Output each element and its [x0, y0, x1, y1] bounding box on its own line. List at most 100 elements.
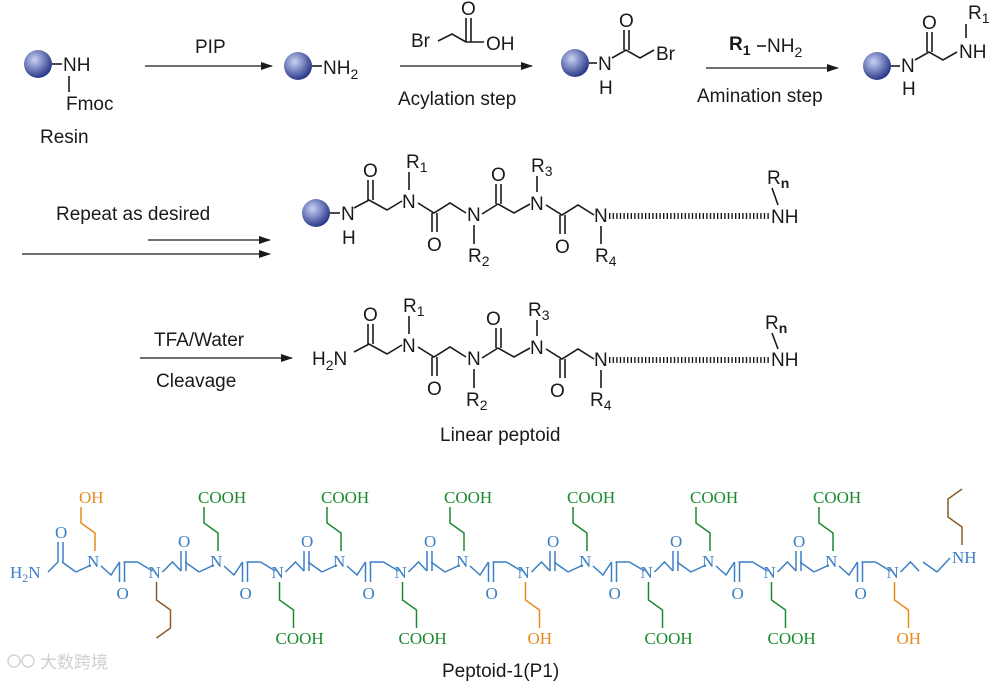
p1-bond — [553, 561, 569, 573]
amine-reagent-nh2: NH2 — [767, 36, 802, 60]
resin-bead — [561, 49, 589, 77]
p1-side-chain — [80, 507, 96, 551]
p1-cooh: COOH — [645, 629, 693, 648]
p1-bond — [321, 564, 338, 573]
p1-side-chain — [449, 507, 465, 551]
p1-bond — [430, 561, 446, 573]
aminated-n: N — [901, 56, 915, 77]
amine-reagent: R1 — [729, 34, 751, 58]
resin-start: NH Fmoc Resin — [24, 50, 114, 148]
p1-bond — [444, 564, 461, 573]
resin-nh: NH — [63, 55, 90, 76]
chain-r1: R1 — [406, 152, 428, 175]
p1-cooh: COOH — [198, 488, 246, 507]
repeat-label: Repeat as desired — [56, 204, 210, 225]
p1-cooh: COOH — [690, 488, 738, 507]
p1-n: N — [579, 552, 591, 571]
aminated-r1: R1 — [968, 3, 990, 26]
resin-bead — [24, 50, 52, 78]
p1-n: N — [641, 563, 653, 582]
aminated-h: H — [902, 79, 916, 100]
p1-oh: OH — [897, 629, 922, 648]
resin-bead — [863, 52, 891, 80]
linear-n1: N — [402, 336, 416, 357]
chain-n2: N — [467, 205, 481, 226]
p1-o: O — [670, 532, 682, 551]
p1-terminal-butyl — [947, 488, 963, 545]
step-amination-label: Amination step — [697, 86, 823, 107]
watermark: 大数跨境 — [7, 653, 108, 673]
linear-n2: N — [467, 349, 481, 370]
aminated-nh: NH — [959, 42, 986, 63]
chain-o1: O — [363, 161, 378, 182]
cleavage-reagent: TFA/Water — [154, 330, 245, 351]
step-pip: PIP — [145, 37, 273, 70]
p1-cooh: COOH — [813, 488, 861, 507]
p1-bond — [715, 561, 736, 577]
chain-r2: R2 — [468, 246, 490, 269]
chain-n3: N — [530, 194, 544, 215]
watermark-text: 大数跨境 — [40, 653, 108, 673]
resin-label: Resin — [40, 127, 89, 148]
resin-bead — [302, 199, 330, 227]
p1-o: O — [486, 584, 498, 603]
p1-o: O — [363, 584, 375, 603]
cleavage-step: TFA/Water Cleavage — [140, 330, 293, 392]
p1-bond — [61, 561, 77, 573]
p1-bond — [100, 561, 121, 577]
p1-h2n: H2N — [10, 563, 41, 585]
resin-bound-peptoid: N H O N R1 O N R2 O N R3 O N R4 NH Rn — [302, 152, 798, 269]
p1-bond — [307, 561, 323, 573]
p1-side-chain — [278, 582, 295, 628]
chain-nh-n: N — [341, 204, 355, 225]
linear-rn: Rn — [765, 313, 787, 336]
p1-bond — [838, 561, 859, 577]
p1-n: N — [149, 563, 161, 582]
bromoacetic-br: Br — [411, 31, 431, 52]
p1-cooh: COOH — [567, 488, 615, 507]
p1-bond — [629, 561, 645, 572]
chain-terminal-nh: NH — [771, 207, 798, 228]
p1-side-chain — [818, 507, 834, 551]
p1-bond-terminal — [936, 557, 951, 573]
p1-oh: OH — [79, 488, 104, 507]
linear-r4: R4 — [590, 390, 612, 413]
p1-bond — [469, 561, 490, 577]
p1-bond — [161, 560, 182, 573]
linear-o3: O — [486, 309, 501, 330]
cleavage-label: Cleavage — [156, 371, 236, 392]
p1-bond-terminal — [47, 561, 59, 573]
chain-o2: O — [427, 235, 442, 256]
bromoacetyl-br: Br — [656, 44, 676, 65]
p1-bond — [875, 561, 891, 572]
peptoid-1-caption: Peptoid-1(P1) — [442, 661, 559, 682]
p1-o: O — [240, 584, 252, 603]
bromoacetic-oh: OH — [486, 34, 515, 55]
p1-side-chain — [156, 627, 171, 639]
step-acylation: Br O OH Acylation step — [398, 0, 533, 110]
p1-n: N — [210, 552, 222, 571]
p1-o: O — [55, 523, 67, 542]
p1-side-chain — [203, 507, 219, 551]
linear-n4: N — [594, 350, 608, 371]
p1-o: O — [301, 532, 313, 551]
p1-bond — [198, 564, 215, 573]
p1-bond — [592, 561, 613, 577]
p1-bonds — [47, 488, 963, 639]
chain-n4: N — [594, 206, 608, 227]
p1-bond — [383, 561, 399, 572]
p1-terminal-nh: NH — [952, 548, 977, 567]
p1-side-chain — [401, 582, 418, 628]
chain-o3: O — [491, 165, 506, 186]
linear-o4: O — [550, 381, 565, 402]
p1-bond — [567, 564, 584, 573]
p1-n: N — [825, 552, 837, 571]
p1-side-chain — [572, 507, 588, 551]
p1-bond — [407, 560, 428, 573]
step-amination: R1 NH2 Amination step — [697, 34, 839, 107]
repeat-step: Repeat as desired — [22, 204, 271, 258]
linear-o1: O — [363, 305, 378, 326]
bromoacetic-o: O — [461, 0, 476, 20]
resin-fmoc: Fmoc — [66, 94, 114, 115]
p1-o: O — [117, 584, 129, 603]
